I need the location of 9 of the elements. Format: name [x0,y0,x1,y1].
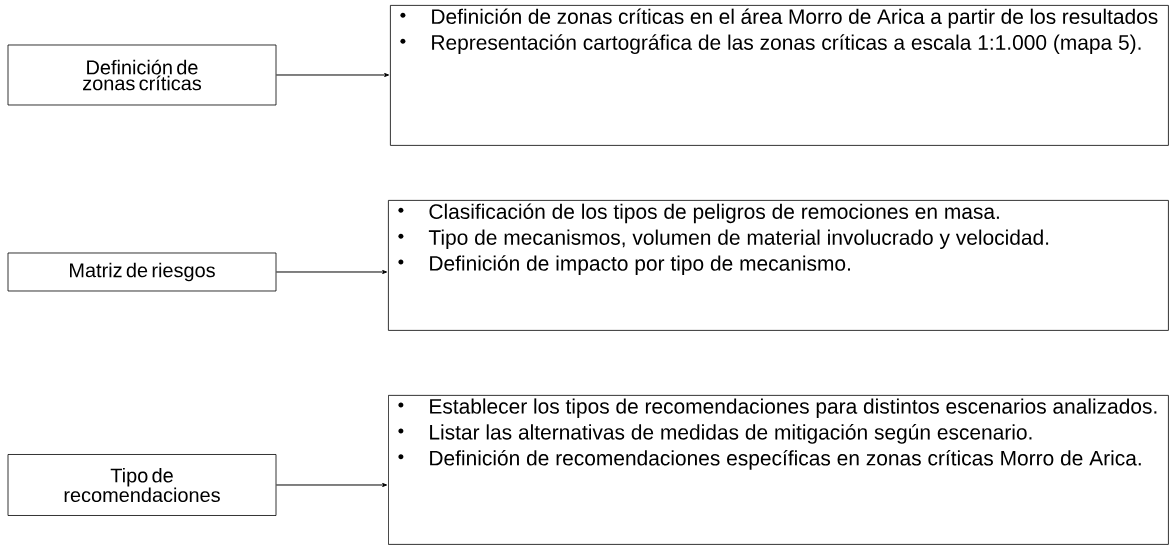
bullet-list-box: Definición de zonas críticas en el área Morro de Arica a partir de los resultados Representación cartográfica de las zonas críticas a escala 1:1.000 (mapa 5). [390,5,1169,146]
bullet-list-box: Clasificación de los tipos de peligros de remociones en masa. Tipo de mecanismos, volumen de material involucrado y velocidad. Definición de impacto por tipo de mecanismo. [388,200,1169,331]
arrow [275,270,388,274]
process-box: Matriz de riesgos [7,252,277,292]
process-box: Definición de zonas críticas [7,44,277,106]
process-box: Tipo de recomendaciones [7,454,277,516]
arrow [275,483,388,487]
arrow [275,73,390,77]
bullet-list-box: Establecer los tipos de recomendaciones para distintos escenarios analizados. Listar las alternativas de medidas de mitigación según escenario. Definición de recomendaciones específicas en zonas críticas Morro de Arica. [388,395,1169,545]
